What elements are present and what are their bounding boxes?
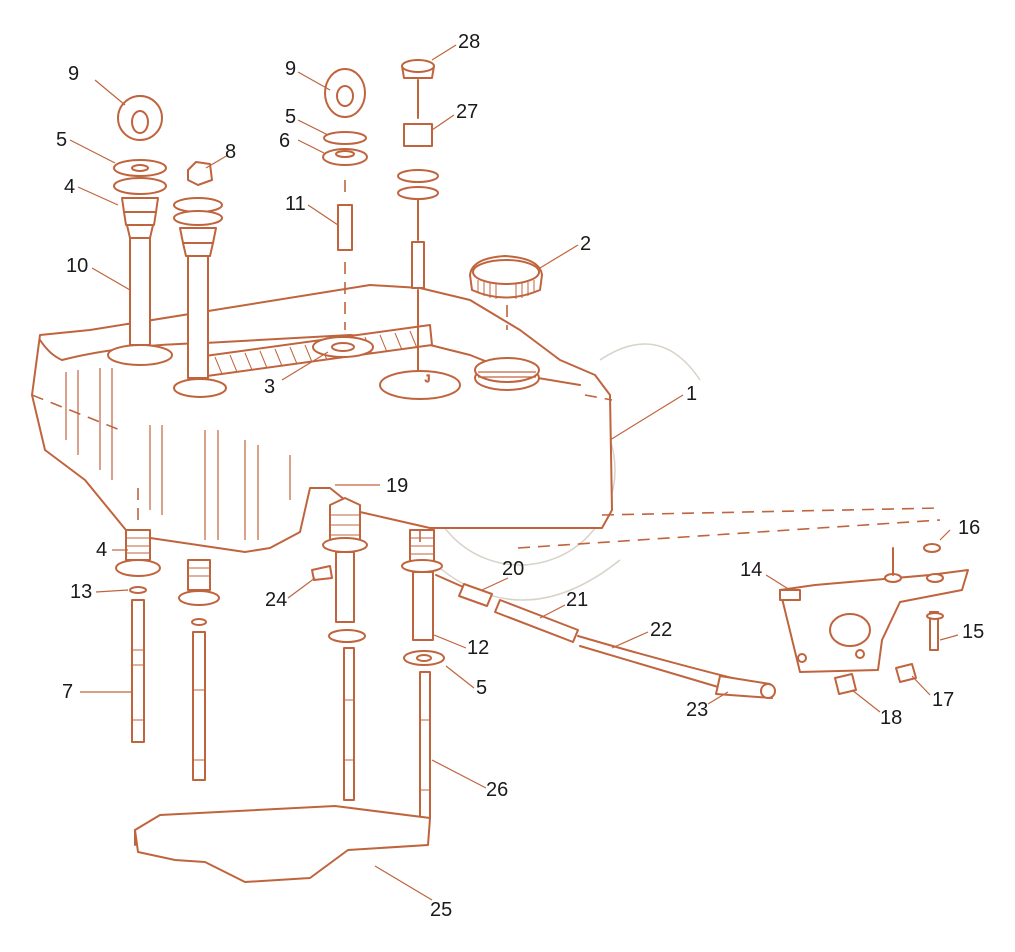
label-12: 12 [467,637,489,659]
underside-left-studs [115,488,220,781]
label-6: 6 [279,130,290,152]
middle-eye-bolt-assembly [322,68,368,330]
label-4-bottom: 4 [96,539,107,561]
label-7: 7 [62,681,73,703]
label-27: 27 [456,101,478,123]
fuel-tank: J [31,284,613,553]
label-23: 23 [686,699,708,721]
label-28: 28 [458,31,480,53]
underside-middle-parts [311,497,368,801]
label-15: 15 [962,621,984,643]
label-8: 8 [225,141,236,163]
label-19: 19 [386,475,408,497]
left-stud-assembly [113,95,167,346]
label-22: 22 [650,619,672,641]
filler-cap [469,255,543,330]
label-5-left: 5 [56,129,67,151]
label-17: 17 [932,689,954,711]
label-5-bottom: 5 [476,677,487,699]
label-20: 20 [502,558,524,580]
projection-lines [419,507,941,549]
label-18: 18 [880,707,902,729]
callout-labels: 9 5 4 8 10 9 5 6 11 28 27 2 3 1 19 4 13 … [56,31,984,921]
label-3: 3 [264,376,275,398]
leader-lines [69,44,959,901]
label-16: 16 [958,517,980,539]
label-24: 24 [265,589,287,611]
label-26: 26 [486,779,508,801]
svg-text:J: J [425,374,430,385]
label-9-middle: 9 [285,58,296,80]
label-5-middle: 5 [285,106,296,128]
base-plate [134,805,431,883]
label-14: 14 [740,559,762,581]
fuel-line [435,574,776,699]
label-2: 2 [580,233,591,255]
mounting-bracket [779,543,969,695]
label-10: 10 [66,255,88,277]
label-25: 25 [430,899,452,921]
right-rod-assembly [397,59,439,371]
underside-right-parts [401,529,445,819]
label-11: 11 [285,193,306,215]
label-1: 1 [686,383,697,405]
label-13: 13 [70,581,92,603]
label-21: 21 [566,589,588,611]
label-9-left: 9 [68,63,79,85]
label-4-top: 4 [64,176,75,198]
